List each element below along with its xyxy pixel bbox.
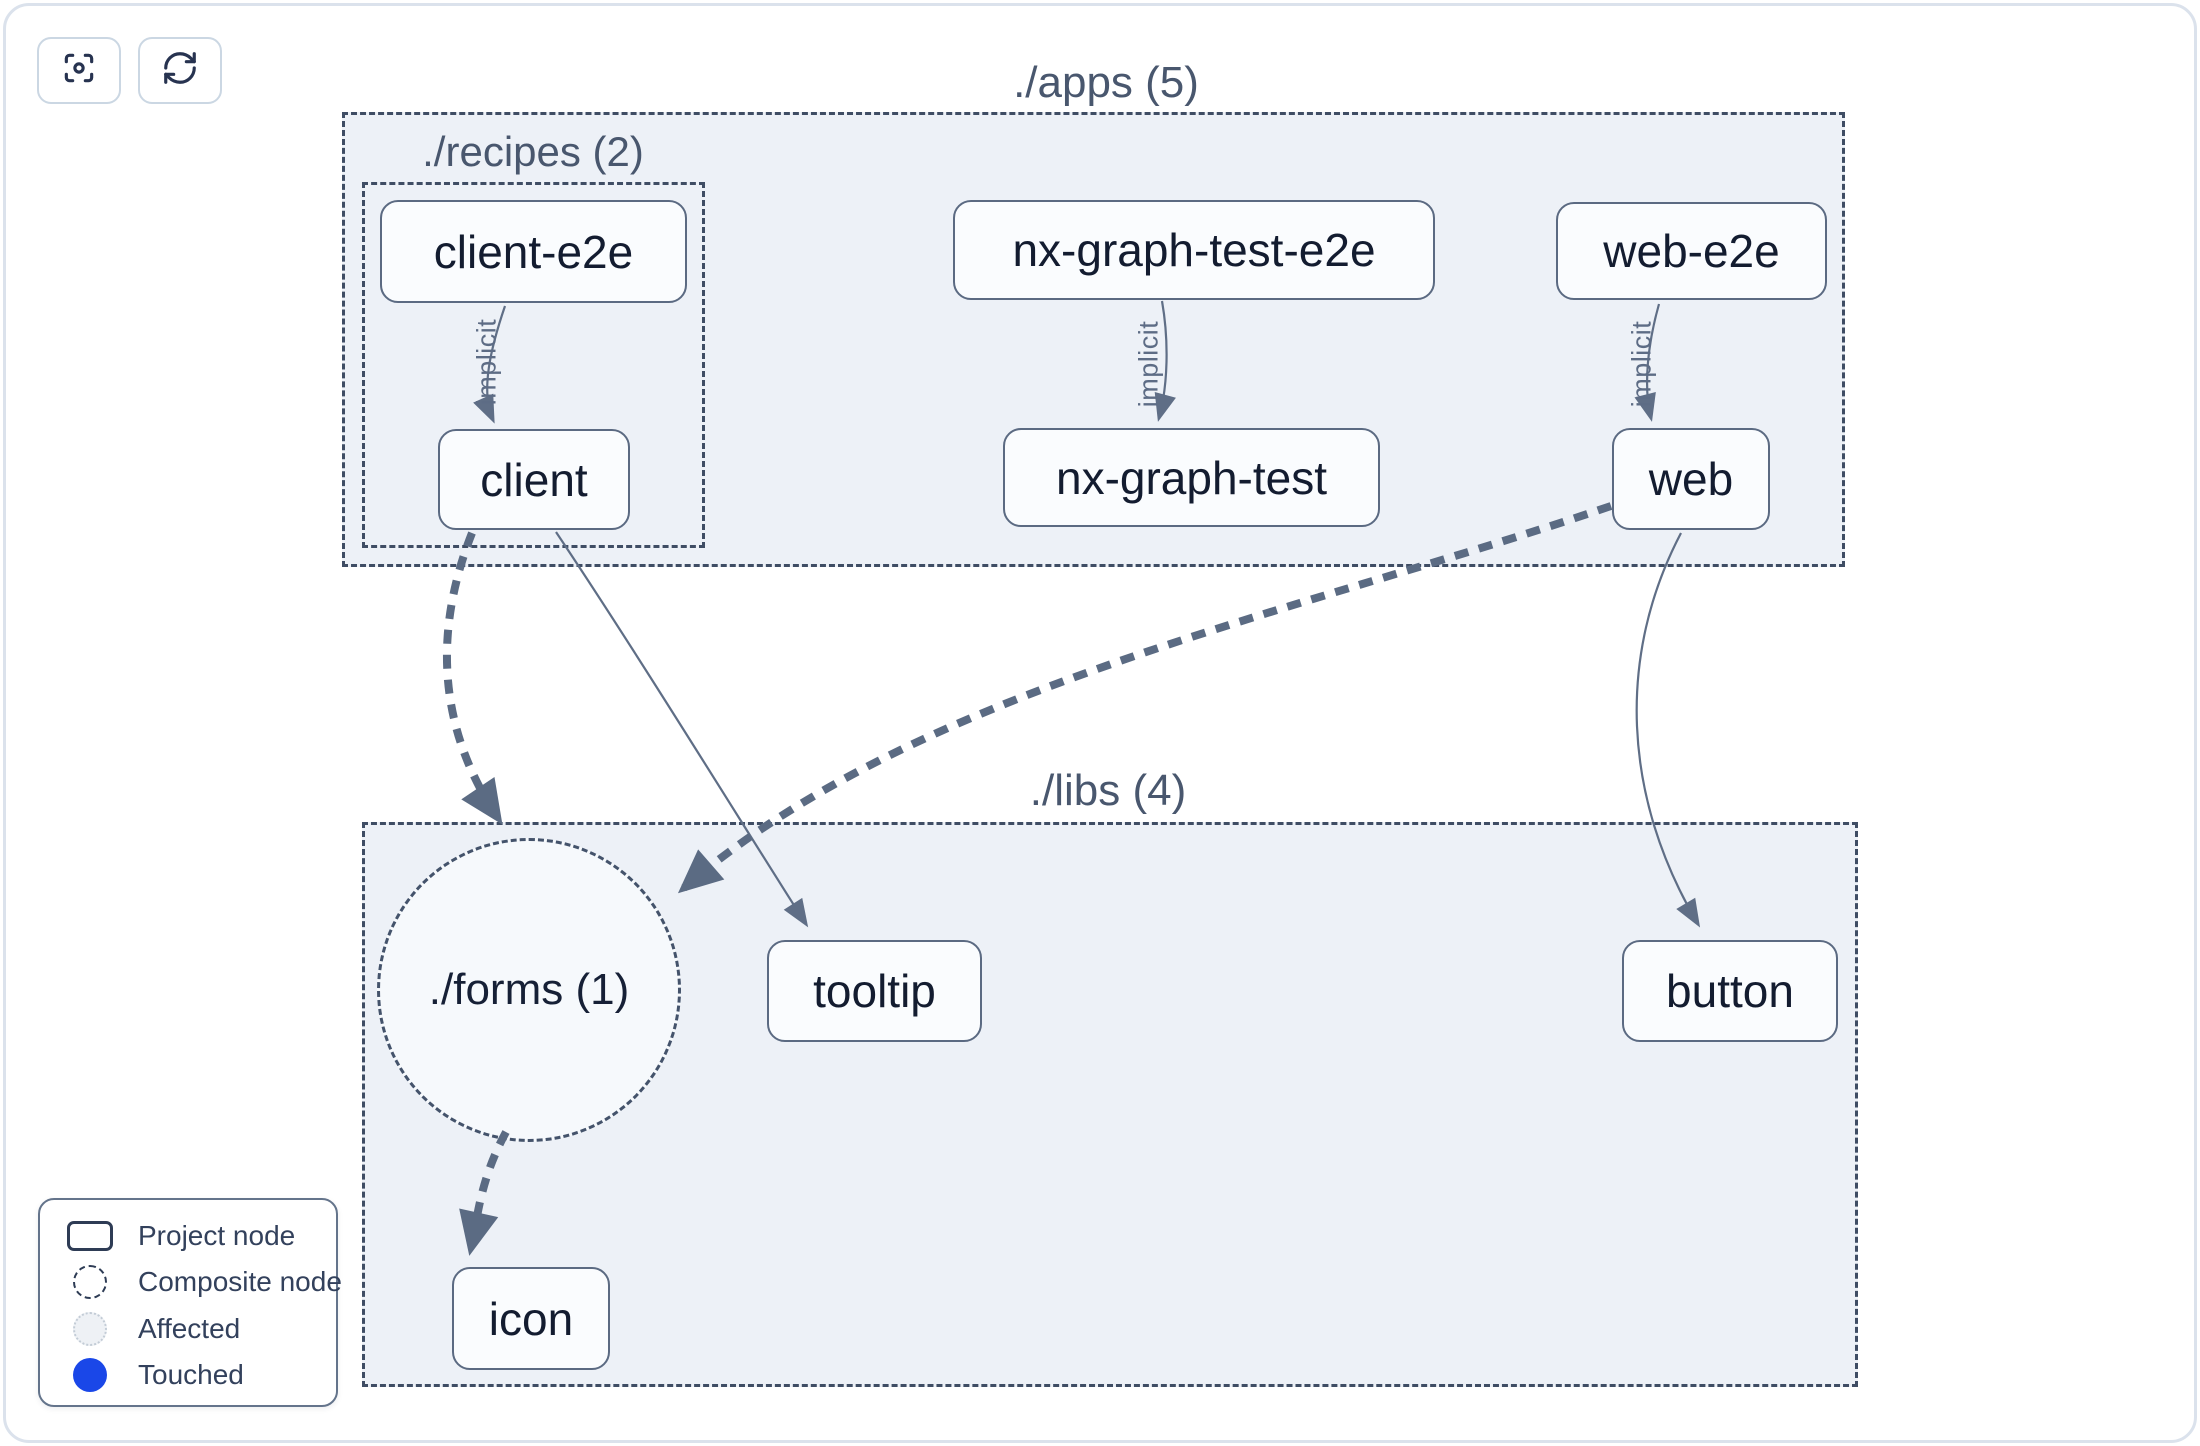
node-label: tooltip <box>813 965 936 1017</box>
edge-label-implicit: implicit <box>1626 320 1657 408</box>
group-apps-label: ./apps (5) <box>1013 58 1199 107</box>
legend-label: Touched <box>138 1359 244 1390</box>
affected-swatch <box>64 1312 116 1346</box>
focus-icon <box>60 49 98 92</box>
legend-item-affected: Affected <box>64 1312 240 1346</box>
group-recipes <box>362 182 705 548</box>
node-label: nx-graph-test-e2e <box>1012 224 1376 276</box>
refresh-icon <box>161 49 199 92</box>
graph-node-client-e2e[interactable]: client-e2e <box>380 200 687 303</box>
node-label: client <box>480 453 588 506</box>
node-label: web <box>1648 453 1734 505</box>
edge-label-implicit: implicit <box>471 318 502 406</box>
legend-label: Composite node <box>138 1266 342 1297</box>
node-label: nx-graph-test <box>1055 451 1327 504</box>
composite-node-swatch <box>64 1265 116 1299</box>
graph-node-button[interactable]: button <box>1622 940 1838 1042</box>
group-libs-label: ./libs (4) <box>1029 766 1187 815</box>
graph-node-client[interactable]: client <box>438 429 630 530</box>
node-label: web-e2e <box>1603 225 1780 277</box>
edge-label-implicit: implicit <box>1133 320 1164 408</box>
graph-legend: Project node Composite node Affected Tou… <box>38 1198 342 1407</box>
graph-node-tooltip[interactable]: tooltip <box>767 940 982 1042</box>
graph-node-nx-graph-test[interactable]: nx-graph-test <box>1003 428 1380 527</box>
composite-node-label: ./forms (1) <box>428 965 630 1014</box>
touched-swatch <box>64 1358 116 1392</box>
graph-node-web[interactable]: web <box>1612 428 1770 530</box>
graph-node-icon[interactable]: icon <box>452 1267 610 1370</box>
group-recipes-label: ./recipes (2) <box>422 128 644 175</box>
legend-label: Project node <box>138 1220 296 1251</box>
focus-reset-button[interactable] <box>37 37 121 104</box>
legend-label: Affected <box>138 1313 241 1344</box>
graph-node-nx-graph-test-e2e[interactable]: nx-graph-test-e2e <box>953 200 1435 300</box>
node-label: button <box>1666 965 1794 1017</box>
node-label: icon <box>488 1292 574 1345</box>
composite-node-forms[interactable]: ./forms (1) <box>377 838 681 1142</box>
node-label: client-e2e <box>433 225 634 278</box>
graph-node-web-e2e[interactable]: web-e2e <box>1556 202 1827 300</box>
legend-item-composite-node: Composite node <box>64 1265 342 1299</box>
project-node-swatch <box>64 1221 116 1251</box>
refresh-button[interactable] <box>138 37 222 104</box>
legend-item-touched: Touched <box>64 1358 244 1392</box>
legend-item-project-node: Project node <box>64 1219 295 1253</box>
